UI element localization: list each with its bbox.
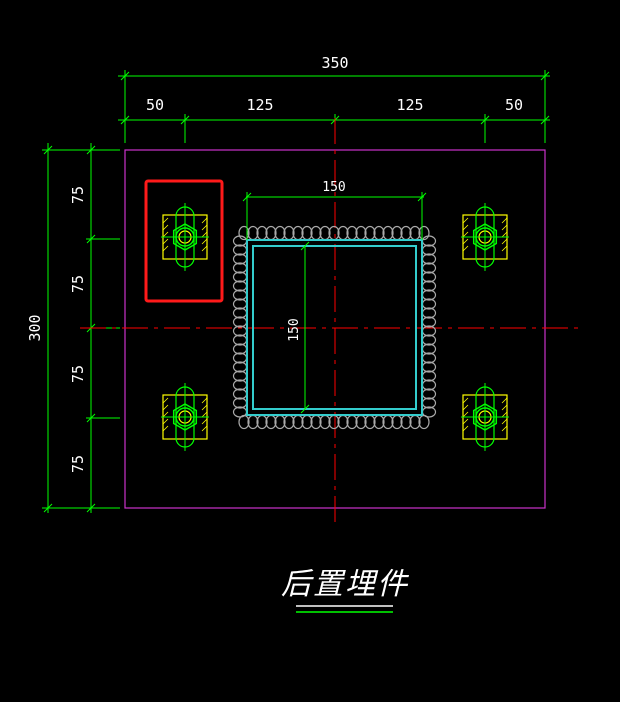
dim-top-segment-4: 50	[505, 96, 523, 114]
dim-left-segment-1: 75	[69, 186, 87, 204]
anchor-bolt-icon	[161, 383, 209, 451]
weld-bead-segment	[418, 225, 430, 241]
dim-top-segment-3: 125	[396, 96, 423, 114]
weld-bead-segment	[238, 225, 250, 241]
anchor-bolt-icon	[461, 203, 509, 271]
dim-overall-width: 350	[321, 54, 348, 72]
dim-tube-height: 150	[287, 318, 302, 341]
tube-inner	[252, 245, 417, 410]
tube-outer	[246, 239, 423, 416]
dim-tube-width: 150	[322, 180, 345, 195]
dim-left-segment-2: 75	[69, 275, 87, 293]
anchor-bolt-icon	[461, 383, 509, 451]
dim-left-segment-3: 75	[69, 365, 87, 383]
dim-left-segment-4: 75	[69, 455, 87, 473]
tube-width-dimension	[242, 192, 427, 240]
tube-height-dimension	[300, 241, 310, 414]
dim-top-segment-2: 125	[246, 96, 273, 114]
anchor-bolt-icon	[161, 203, 209, 271]
dim-top-segment-1: 50	[146, 96, 164, 114]
highlight-box	[144, 179, 224, 303]
drawing-title: 后置埋件	[281, 567, 410, 602]
top-dimensions	[118, 70, 550, 143]
dim-overall-height: 300	[26, 314, 44, 341]
